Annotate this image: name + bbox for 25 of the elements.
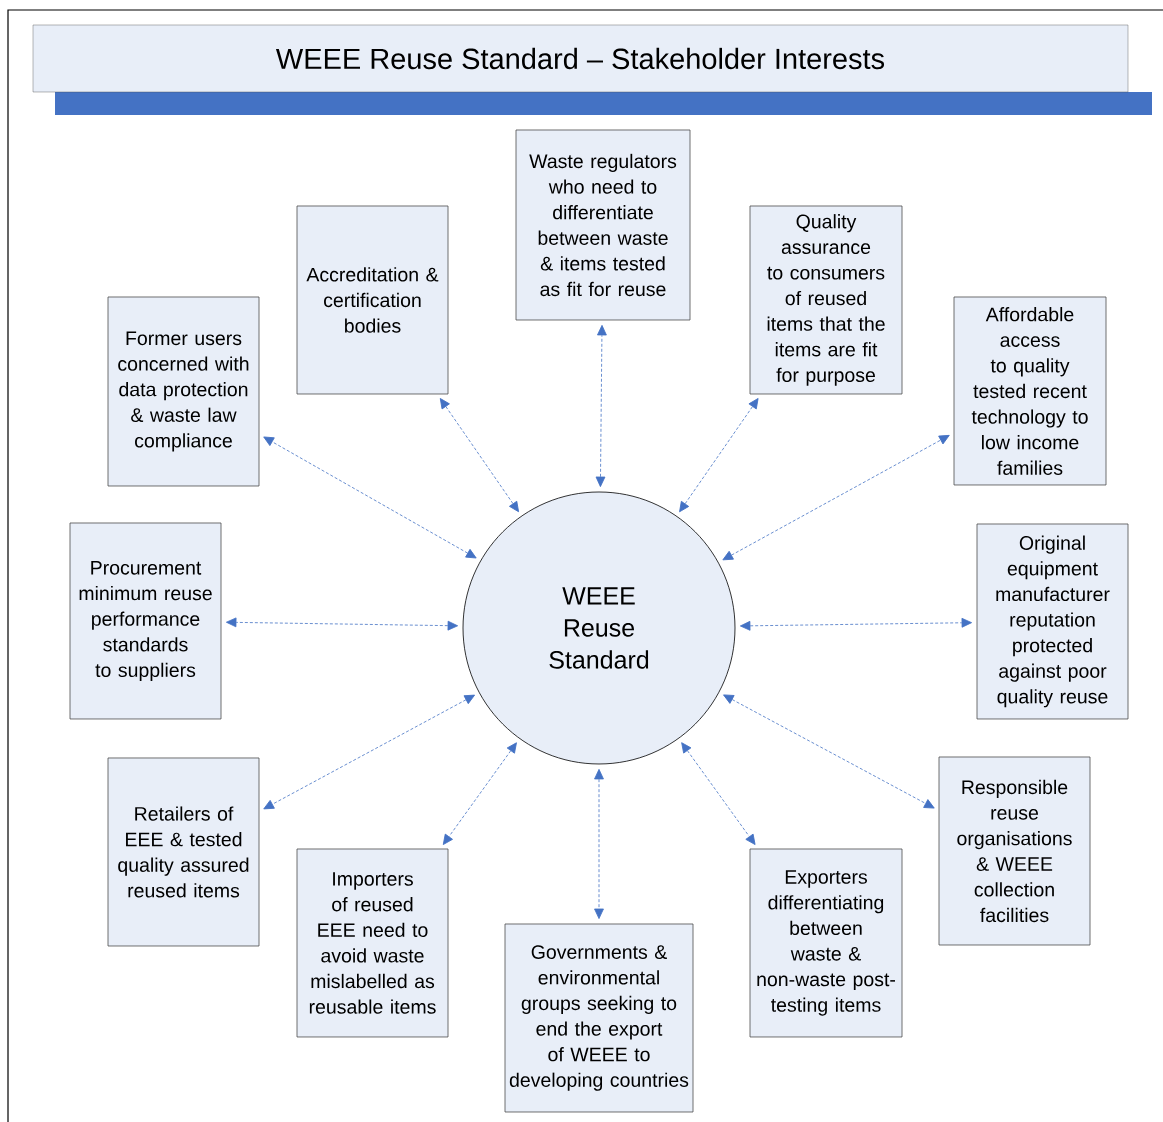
stakeholder-box: Original equipment manufacturer reputation protected against poor quality reuse [976,523,1129,720]
double-arrow [723,694,935,809]
double-arrow [594,768,604,919]
title-banner: WEEE Reuse Standard – Stakeholder Interests [32,24,1152,115]
stakeholder-box: Former users concerned with data protection & waste law compliance [107,296,260,487]
double-arrow [442,742,517,845]
double-arrow [722,434,950,561]
stakeholder-box: Quality assurance to consumers of reused items that the items are fit for purpose [749,205,903,395]
double-arrow [263,694,475,810]
double-arrow [439,398,519,513]
stakeholder-box: Responsible reuse organisations & WEEE collection facilities [938,756,1091,946]
double-arrow [263,436,477,559]
stakeholder-box: Accreditation & certification bodies [296,205,449,395]
stakeholder-box: Waste regulators who need to differentiate between waste & items tested as fit for reuse [515,129,691,321]
stakeholder-box: Importers of reused EEE need to avoid waste mislabelled as reusable items [296,848,449,1038]
stakeholder-box: Procurement minimum reuse performance standards to suppliers [69,522,222,720]
double-arrow [225,617,459,631]
stakeholder-box: Exporters differentiating between waste & non-waste post-testing items [749,848,903,1038]
double-arrow [595,324,607,488]
stakeholder-box: Governments & environmental groups seeking to end the export of WEEE to developing countries [504,923,694,1113]
stakeholder-box: Retailers of EEE & tested quality assured reused items [107,757,260,947]
double-arrow [681,742,756,845]
double-arrow [739,617,973,631]
double-arrow [679,398,759,513]
stakeholder-box: Affordable access to quality tested recent technology to low income families [953,296,1107,486]
